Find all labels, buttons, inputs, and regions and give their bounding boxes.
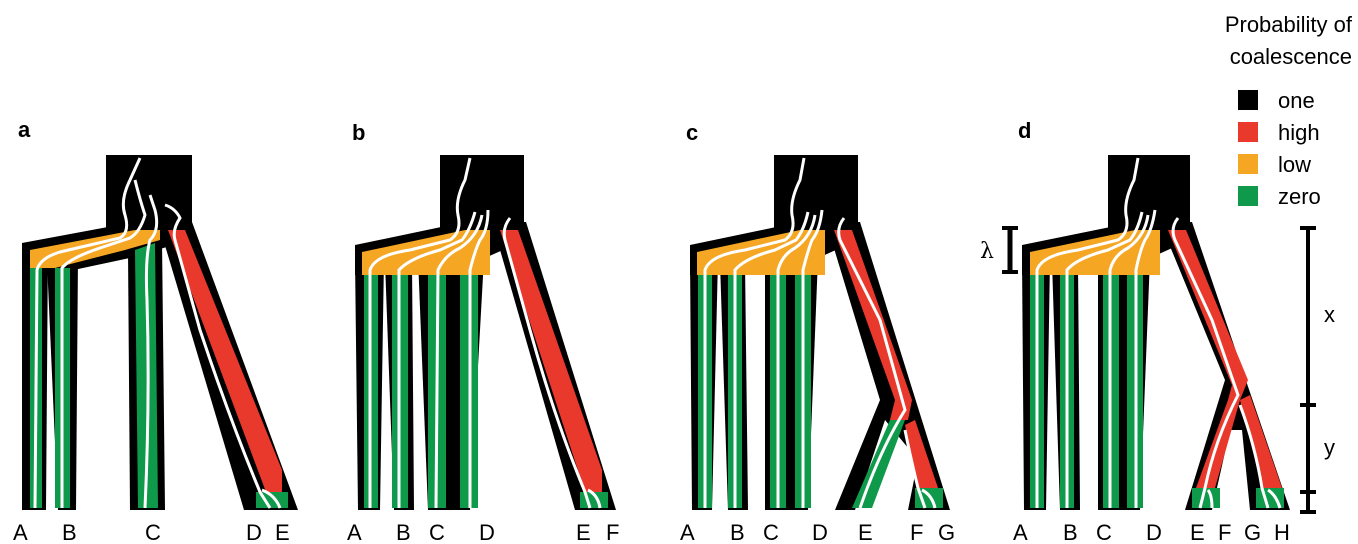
leaf-label: D [1146, 520, 1162, 544]
leaf-label: C [1096, 520, 1112, 544]
legend-label-high: high [1278, 120, 1320, 145]
high-branch [500, 230, 602, 492]
leaf-label: G [1244, 520, 1261, 544]
legend-label-zero: zero [1278, 184, 1321, 209]
legend-swatch-zero [1238, 186, 1258, 206]
leaf-label: A [347, 520, 362, 544]
leaf-label: A [13, 520, 28, 544]
legend-title-line2: coalescence [1230, 44, 1352, 69]
leaf-label: E [275, 520, 290, 544]
leaf-label: A [680, 520, 695, 544]
x-label: x [1324, 302, 1335, 327]
leaf-label: F [910, 520, 923, 544]
panel-c: c A [680, 120, 955, 544]
panel-b: b A B C [347, 120, 619, 544]
lambda-label: λ [980, 239, 994, 264]
legend-label-low: low [1278, 152, 1311, 177]
leaf-label: B [1063, 520, 1078, 544]
leaf-label: D [246, 520, 262, 544]
panel-letter-d: d [1018, 118, 1031, 143]
legend-swatch-low [1238, 154, 1258, 174]
leaf-label: F [606, 520, 619, 544]
zero-branch-ef [1192, 488, 1220, 508]
leaf-label: H [1274, 520, 1290, 544]
leaf-labels: A B C D E F [347, 520, 619, 544]
leaf-label: C [145, 520, 161, 544]
leaf-label: C [763, 520, 779, 544]
leaf-label: A [1013, 520, 1028, 544]
legend-swatch-one [1238, 90, 1258, 110]
panel-letter-a: a [18, 117, 31, 142]
legend-swatch-high [1238, 122, 1258, 142]
panel-letter-b: b [352, 120, 365, 145]
legend-label-one: one [1278, 88, 1315, 113]
legend: Probability of coalescence one high low … [1225, 12, 1353, 209]
leaf-label: E [858, 520, 873, 544]
leaf-label: D [812, 520, 828, 544]
lambda-scale-bar: λ [980, 228, 1018, 272]
legend-title-line1: Probability of [1225, 12, 1353, 37]
panel-letter-c: c [686, 120, 698, 145]
leaf-label: C [429, 520, 445, 544]
high-branch [168, 230, 282, 492]
leaf-label: F [1218, 520, 1231, 544]
leaf-label: B [730, 520, 745, 544]
leaf-label: E [576, 520, 591, 544]
leaf-label: D [479, 520, 495, 544]
high-branch [1168, 230, 1248, 400]
panel-d: d [980, 118, 1335, 544]
leaf-labels: A B C D E [13, 520, 290, 544]
leaf-labels: A B C D E F G [680, 520, 955, 544]
leaf-label: E [1190, 520, 1205, 544]
leaf-label: B [62, 520, 77, 544]
panel-a: a A B C [13, 117, 298, 544]
y-label: y [1324, 435, 1335, 460]
leaf-label: B [396, 520, 411, 544]
leaf-labels: A B C D E F G H [1013, 520, 1290, 544]
leaf-label: G [938, 520, 955, 544]
xy-scale-bar: x y [1300, 228, 1335, 512]
